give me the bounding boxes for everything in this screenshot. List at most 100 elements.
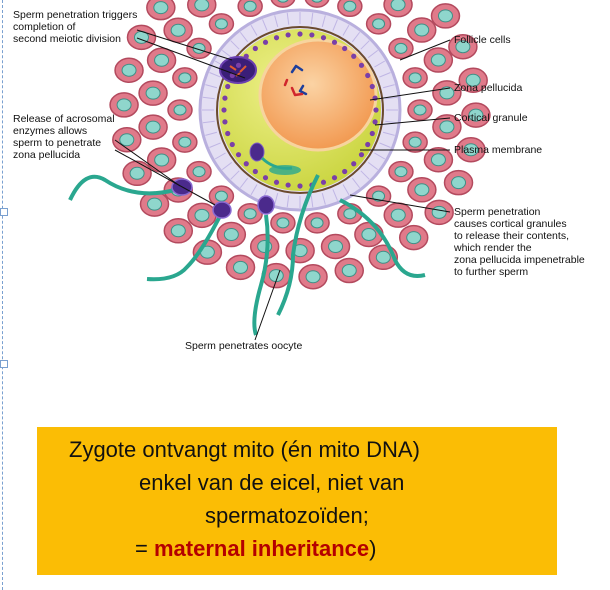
- zona-striation: [230, 40, 240, 50]
- follicle-cell: [304, 0, 330, 8]
- cortical-granule: [342, 168, 348, 175]
- zona-striation: [239, 31, 249, 43]
- zona-striation: [205, 131, 218, 136]
- cortical-granule: [252, 168, 258, 175]
- zona-striation: [310, 195, 314, 208]
- follicle-cell-nucleus: [276, 217, 290, 229]
- zona-striation: [385, 120, 398, 124]
- callout-line-4-prefix: =: [135, 536, 154, 561]
- zona-striation: [374, 60, 386, 68]
- zona-striation: [360, 40, 370, 50]
- follicle-cell-nucleus: [394, 166, 408, 178]
- follicle-cell-nucleus: [170, 23, 186, 37]
- label-sperm-penetration: Sperm penetration causes cortical granul…: [454, 206, 585, 278]
- zona-striation: [286, 12, 290, 25]
- zona-striation: [367, 49, 379, 59]
- follicle-cell-nucleus: [408, 136, 422, 148]
- cortical-granule: [235, 62, 242, 68]
- cortical-granule: [273, 35, 280, 41]
- zona-striation: [351, 177, 361, 189]
- follicle-cell-nucleus: [243, 0, 257, 12]
- zona-striation: [385, 96, 398, 100]
- cortical-granule: [331, 39, 338, 45]
- follicle-cell-nucleus: [451, 176, 467, 190]
- cortical-granule: [320, 179, 327, 185]
- zona-striation: [379, 142, 391, 148]
- zona-striation: [274, 15, 279, 28]
- label-sperm-penetrates-oocyte: Sperm penetrates oocyte: [185, 340, 303, 352]
- zona-striation: [221, 161, 233, 171]
- follicle-cell-nucleus: [361, 227, 377, 241]
- follicle-cell-nucleus: [116, 98, 132, 112]
- label-plasma-membrane: Plasma membrane: [454, 144, 543, 156]
- maternal-inheritance-callout: Zygote ontvangt mito (én mito DNA) enkel…: [37, 427, 557, 575]
- follicle-cell-nucleus: [463, 143, 479, 157]
- polar-body-chromosomes: [229, 65, 247, 77]
- oocyte-nucleus: [258, 38, 378, 152]
- follicle-cell-nucleus: [343, 0, 357, 12]
- follicle-cell-nucleus: [311, 0, 323, 3]
- cortical-granule: [225, 130, 231, 137]
- edge-handle-top[interactable]: [0, 208, 8, 216]
- zona-striation: [230, 170, 240, 180]
- follicle-cell-nucleus: [414, 183, 430, 197]
- cortical-granule: [297, 31, 303, 37]
- cortical-granule: [358, 62, 365, 68]
- zona-striation: [221, 49, 233, 59]
- edge-handle-bottom[interactable]: [0, 360, 8, 368]
- zona-striation: [209, 72, 221, 78]
- follicle-cell-nucleus: [145, 86, 161, 100]
- cortical-granule: [243, 161, 249, 167]
- follicle-cell-nucleus: [372, 18, 386, 30]
- fertilization-cone: [269, 165, 301, 175]
- follicle-cell-nucleus: [390, 208, 406, 222]
- zona-striation: [321, 192, 326, 205]
- label-acrosomal: Release of acrosomal enzymes allows sper…: [13, 113, 115, 161]
- callout-line-2: enkel van de eicel, niet van: [139, 470, 405, 495]
- cortical-granule: [331, 175, 338, 181]
- sperm-cells: [68, 174, 426, 336]
- cortical-granules: [221, 31, 379, 189]
- follicle-cell-nucleus: [372, 190, 386, 202]
- follicle-cell-nucleus: [192, 166, 206, 178]
- cortical-granule: [372, 119, 378, 125]
- zona-striation: [360, 170, 370, 180]
- follicle-cell-nucleus: [119, 133, 135, 147]
- follicle-cell-nucleus: [375, 250, 391, 264]
- follicle-cell-nucleus: [341, 264, 357, 278]
- follicle-cell-nucleus: [455, 40, 471, 54]
- zona-striation: [202, 120, 215, 124]
- follicle-cell-nucleus: [194, 0, 210, 12]
- follicle-cell-nucleus: [147, 197, 163, 211]
- cortical-granule: [373, 107, 379, 113]
- follicle-cell-nucleus: [233, 260, 249, 274]
- callout-line-1: Zygote ontvangt mito (én mito DNA): [69, 437, 420, 462]
- zona-striation: [382, 84, 395, 89]
- zona-striation: [214, 152, 226, 160]
- follicle-cell-nucleus: [468, 108, 484, 122]
- follicle-cell-nucleus: [431, 205, 447, 219]
- zona-striation: [262, 19, 268, 31]
- label-cortical-granule: Cortical granule: [454, 112, 528, 124]
- page-edge-guide: [2, 0, 3, 590]
- cortical-granule: [358, 152, 365, 158]
- follicle-cell-nucleus: [214, 190, 228, 202]
- cortical-granule: [222, 95, 228, 101]
- cortical-granule: [320, 35, 327, 41]
- cortical-granule: [297, 183, 303, 189]
- zona-striations: [202, 12, 398, 208]
- cortical-granule: [235, 152, 242, 158]
- zona-striation: [250, 184, 258, 196]
- cortical-granule: [342, 45, 348, 52]
- zona-striation: [367, 161, 379, 171]
- follicle-cell-nucleus: [129, 166, 145, 180]
- cortical-granule: [252, 45, 258, 52]
- zona-striation: [321, 15, 326, 28]
- follicle-cell-nucleus: [394, 42, 408, 54]
- follicle-cell-nucleus: [277, 0, 289, 3]
- cortical-granule: [285, 32, 291, 38]
- polar-body: [219, 56, 257, 84]
- cortical-granule: [351, 161, 357, 167]
- cortical-granule: [221, 107, 227, 113]
- follicle-cell-nucleus: [173, 104, 187, 116]
